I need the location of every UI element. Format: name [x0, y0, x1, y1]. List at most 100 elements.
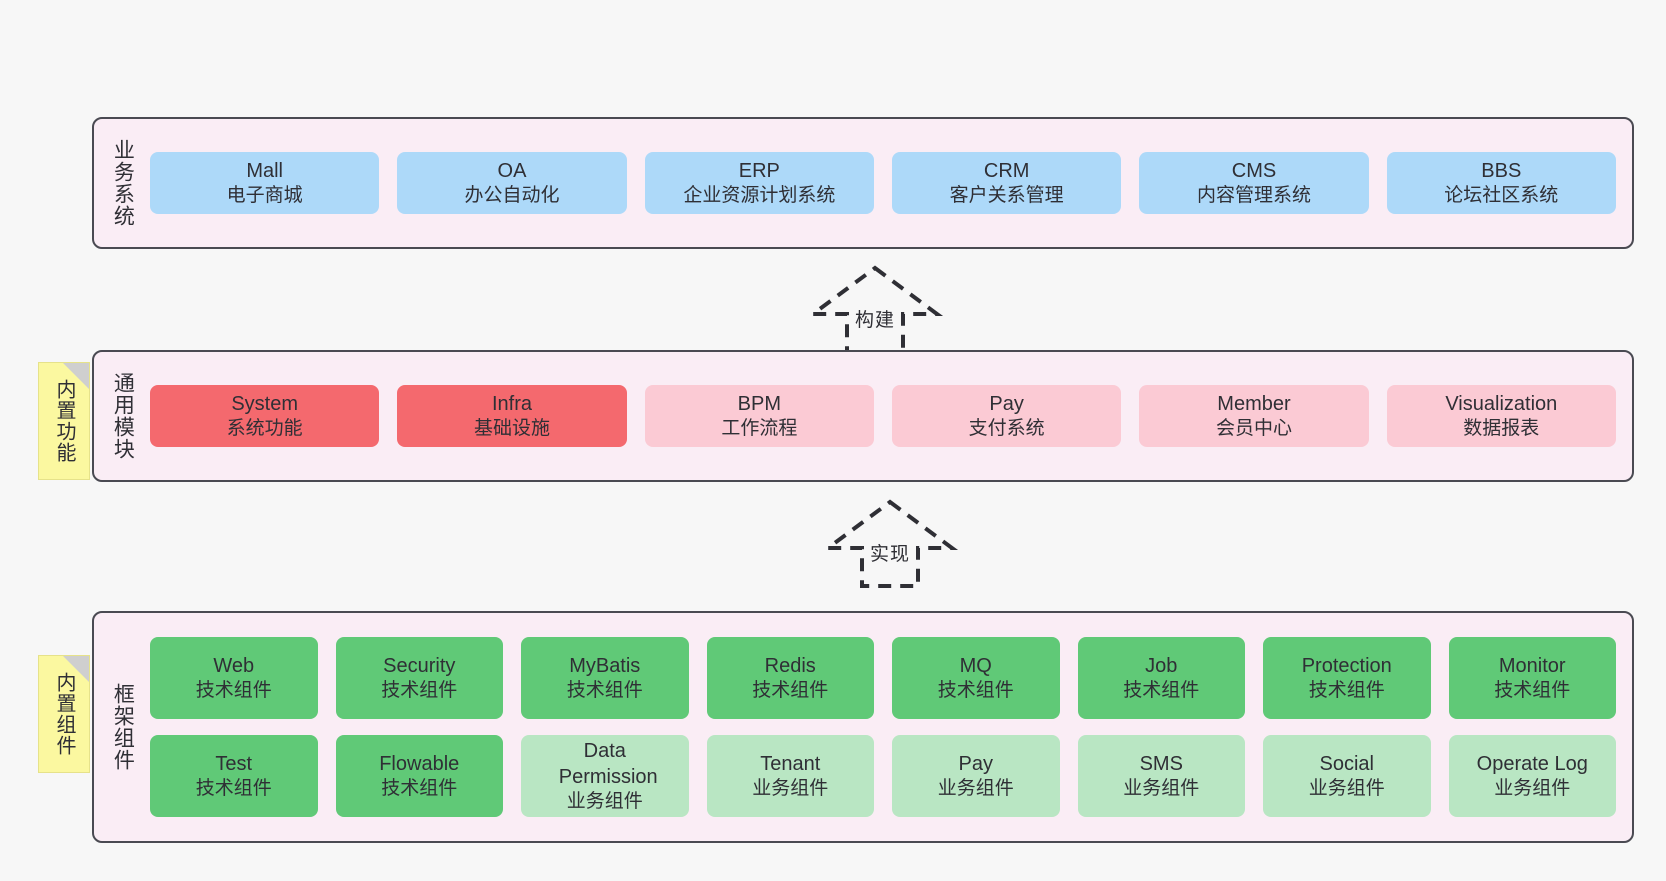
layer-body-framework-component: Web 技术组件 Security 技术组件 MyBatis 技术组件 Redi… — [150, 613, 1632, 841]
card-title: OA — [497, 159, 527, 182]
card-flowable[interactable]: Flowable 技术组件 — [335, 735, 503, 817]
card-test[interactable]: Test 技术组件 — [150, 735, 318, 817]
layer-title-framework-component: 框架组件 — [111, 683, 135, 771]
card-title: Infra — [491, 392, 532, 415]
connector-label: 构建 — [854, 310, 895, 331]
connector-implement: 实现 — [800, 496, 980, 592]
card-title: Protection — [1301, 654, 1392, 677]
card-title: Test — [215, 752, 253, 775]
card-data-permission[interactable]: Data Permission 业务组件 — [521, 735, 689, 817]
card-row: System 系统功能 Infra 基础设施 BPM 工作流程 Pay 支付系统… — [150, 384, 1616, 448]
card-subtitle: 技术组件 — [1494, 679, 1571, 701]
card-erp[interactable]: ERP 企业资源计划系统 — [644, 151, 874, 215]
card-title: Social — [1319, 752, 1374, 775]
card-subtitle: 数据报表 — [1463, 417, 1540, 439]
card-subtitle: 工作流程 — [721, 417, 798, 439]
card-subtitle: 业务组件 — [937, 777, 1014, 799]
card-title: Tenant — [760, 752, 821, 775]
card-visualization[interactable]: Visualization 数据报表 — [1386, 384, 1616, 448]
card-subtitle: 基础设施 — [473, 417, 550, 439]
note-builtin-component: 内置组件 — [38, 655, 90, 773]
card-title: Security — [383, 654, 456, 677]
card-infra[interactable]: Infra 基础设施 — [397, 384, 627, 448]
card-subtitle: 客户关系管理 — [949, 184, 1064, 206]
card-web[interactable]: Web 技术组件 — [150, 637, 318, 719]
card-job[interactable]: Job 技术组件 — [1077, 637, 1245, 719]
card-subtitle: 论坛社区系统 — [1444, 184, 1559, 206]
card-crm[interactable]: CRM 客户关系管理 — [891, 151, 1122, 215]
card-member[interactable]: Member 会员中心 — [1139, 384, 1369, 448]
layer-body-common-module: System 系统功能 Infra 基础设施 BPM 工作流程 Pay 支付系统… — [150, 352, 1632, 480]
card-subtitle: 会员中心 — [1215, 417, 1292, 439]
card-mq[interactable]: MQ 技术组件 — [892, 637, 1060, 719]
card-title: Visualization — [1445, 392, 1558, 415]
card-tenant[interactable]: Tenant 业务组件 — [706, 735, 874, 817]
card-system[interactable]: System 系统功能 — [150, 384, 380, 448]
card-subtitle: 业务组件 — [1123, 777, 1200, 799]
card-security[interactable]: Security 技术组件 — [335, 637, 503, 719]
card-subtitle: 技术组件 — [381, 777, 458, 799]
card-subtitle: 内容管理系统 — [1196, 184, 1311, 206]
card-mybatis[interactable]: MyBatis 技术组件 — [521, 637, 689, 719]
note-text: 内置组件 — [53, 672, 75, 756]
card-bpm[interactable]: BPM 工作流程 — [644, 384, 874, 448]
card-subtitle: 业务组件 — [1308, 777, 1385, 799]
generalization-arrow-icon — [821, 499, 959, 588]
card-pay[interactable]: Pay 支付系统 — [891, 384, 1122, 448]
card-row: Mall 电子商城 OA 办公自动化 ERP 企业资源计划系统 CRM 客户关系… — [150, 151, 1616, 215]
card-subtitle: 业务组件 — [752, 777, 829, 799]
card-title: Member — [1217, 392, 1291, 415]
card-title: Pay — [958, 752, 993, 775]
card-subtitle: 技术组件 — [937, 679, 1014, 701]
card-subtitle: 业务组件 — [1494, 777, 1571, 799]
card-subtitle: 支付系统 — [968, 417, 1045, 439]
card-title: BBS — [1481, 159, 1522, 182]
note-builtin-function: 内置功能 — [38, 362, 90, 480]
card-title: Flowable — [379, 752, 460, 775]
layer-common-module: 通用模块 System 系统功能 Infra 基础设施 BPM 工作流程 Pay… — [92, 350, 1634, 482]
card-subtitle: 技术组件 — [1308, 679, 1385, 701]
card-title: Web — [213, 654, 255, 677]
card-title: Operate Log — [1476, 752, 1588, 775]
card-oa[interactable]: OA 办公自动化 — [397, 151, 627, 215]
card-title: Data Permission — [558, 739, 658, 788]
note-fold-corner-icon — [63, 656, 89, 682]
card-subtitle: 系统功能 — [226, 417, 303, 439]
card-title: Job — [1145, 654, 1178, 677]
layer-framework-component: 框架组件 Web 技术组件 Security 技术组件 MyBatis 技术组件… — [92, 611, 1634, 843]
card-title: BPM — [737, 392, 781, 415]
card-subtitle: 电子商城 — [226, 184, 303, 206]
card-social[interactable]: Social 业务组件 — [1263, 735, 1431, 817]
card-subtitle: 技术组件 — [752, 679, 829, 701]
connector-label: 实现 — [869, 544, 910, 565]
layer-title-business-system: 业务系统 — [111, 139, 135, 227]
note-fold-corner-icon — [63, 363, 89, 389]
card-title: Mall — [246, 159, 283, 182]
card-subtitle: 企业资源计划系统 — [683, 184, 836, 206]
card-row: Test 技术组件 Flowable 技术组件 Data Permission … — [150, 735, 1616, 817]
card-subtitle: 技术组件 — [1123, 679, 1200, 701]
card-mall[interactable]: Mall 电子商城 — [150, 151, 380, 215]
card-subtitle: 办公自动化 — [464, 184, 560, 206]
card-subtitle: 业务组件 — [566, 790, 643, 812]
card-operate-log[interactable]: Operate Log 业务组件 — [1448, 735, 1616, 817]
card-redis[interactable]: Redis 技术组件 — [706, 637, 874, 719]
card-monitor[interactable]: Monitor 技术组件 — [1448, 637, 1616, 719]
card-title: Redis — [764, 654, 816, 677]
card-title: System — [231, 392, 298, 415]
card-pay-business[interactable]: Pay 业务组件 — [892, 735, 1060, 817]
connector-build: 构建 — [785, 262, 965, 358]
card-subtitle: 技术组件 — [566, 679, 643, 701]
card-title: MQ — [959, 654, 992, 677]
card-bbs[interactable]: BBS 论坛社区系统 — [1386, 151, 1616, 215]
card-subtitle: 技术组件 — [381, 679, 458, 701]
card-title: SMS — [1139, 752, 1183, 775]
card-protection[interactable]: Protection 技术组件 — [1263, 637, 1431, 719]
card-subtitle: 技术组件 — [195, 679, 272, 701]
card-sms[interactable]: SMS 业务组件 — [1077, 735, 1245, 817]
layer-title-common-module: 通用模块 — [111, 372, 135, 460]
card-cms[interactable]: CMS 内容管理系统 — [1139, 151, 1369, 215]
card-title: Pay — [989, 392, 1024, 415]
layer-body-business-system: Mall 电子商城 OA 办公自动化 ERP 企业资源计划系统 CRM 客户关系… — [150, 119, 1632, 247]
